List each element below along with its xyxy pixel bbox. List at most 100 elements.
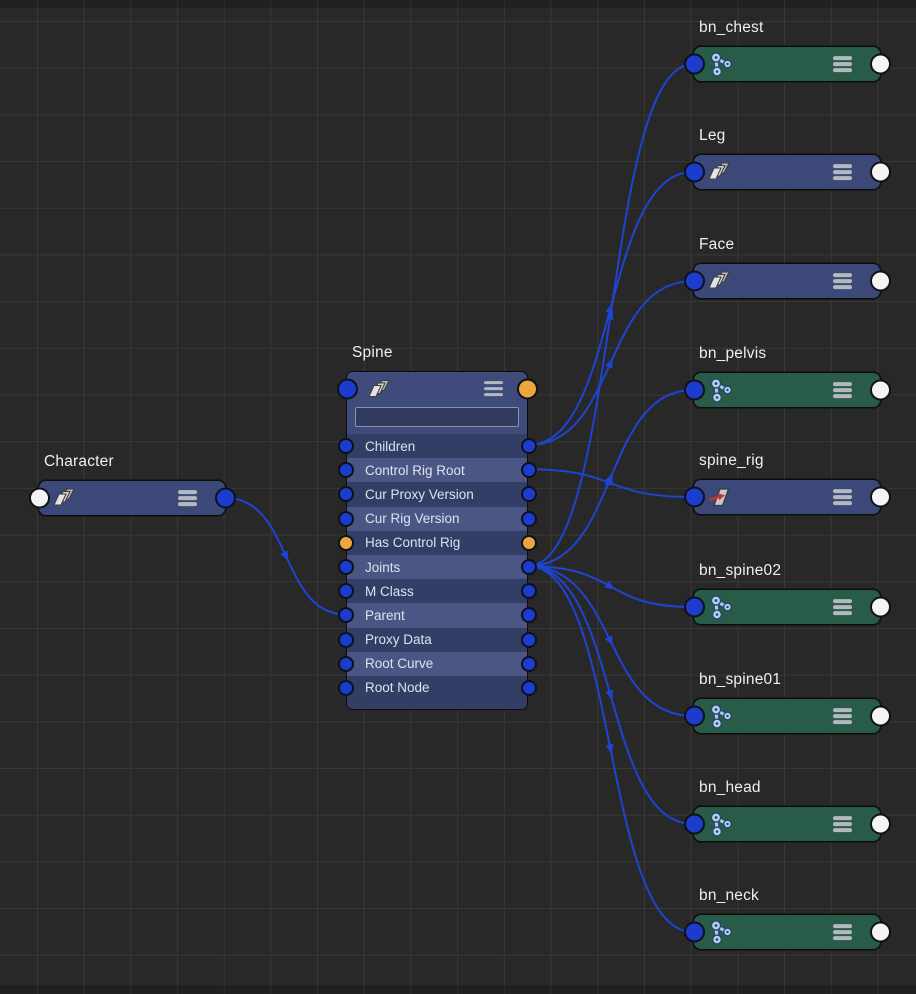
bn_chest-input-port[interactable] xyxy=(683,53,705,75)
spine-attribute-row-root-curve[interactable]: Root Curve xyxy=(337,651,537,676)
layers-icon xyxy=(52,485,78,511)
menu-icon[interactable] xyxy=(833,382,852,398)
bn_head-input-port[interactable] xyxy=(683,813,705,835)
joint-icon xyxy=(707,594,733,620)
attribute-output-port[interactable] xyxy=(520,462,537,479)
edge-character-to-spine_Parent[interactable] xyxy=(225,497,347,616)
spine-attribute-row-parent[interactable]: Parent xyxy=(337,603,537,628)
spine-header[interactable] xyxy=(336,372,538,405)
attribute-output-port[interactable] xyxy=(520,438,537,455)
attribute-output-port[interactable] xyxy=(520,510,537,527)
menu-icon[interactable] xyxy=(833,816,852,832)
edge-spine_Joints-to-bn_spine02[interactable] xyxy=(527,565,694,608)
spine-attribute-row-root-node[interactable]: Root Node xyxy=(337,675,537,701)
menu-icon[interactable] xyxy=(484,380,503,397)
attribute-input-port[interactable] xyxy=(337,655,354,672)
edge-spine_Joints-to-bn_chest[interactable] xyxy=(527,63,694,568)
spine-attribute-row-control-rig-root[interactable]: Control Rig Root xyxy=(337,458,537,483)
attribute-input-port[interactable] xyxy=(337,486,354,503)
spine-attribute-row-joints[interactable]: Joints xyxy=(337,554,537,580)
bn_neck-input-port[interactable] xyxy=(683,921,705,943)
face-input-port[interactable] xyxy=(683,270,705,292)
attribute-output-port[interactable] xyxy=(520,679,537,696)
leg-input-port[interactable] xyxy=(683,161,705,183)
node-body-bn_spine02[interactable] xyxy=(683,589,891,625)
bn_chest-output-port[interactable] xyxy=(869,53,891,75)
attribute-output-port[interactable] xyxy=(520,534,537,551)
node-body-bn_spine01[interactable] xyxy=(683,698,891,734)
spine-attribute-row-has-control-rig[interactable]: Has Control Rig xyxy=(337,530,537,555)
attribute-label: Children xyxy=(365,438,416,454)
edge-arrow xyxy=(604,580,616,590)
spine_rig-input-port[interactable] xyxy=(683,486,705,508)
menu-icon[interactable] xyxy=(833,273,852,289)
spine-attribute-row-cur-proxy-version[interactable]: Cur Proxy Version xyxy=(337,482,537,507)
node-body-bn_head[interactable] xyxy=(683,806,891,842)
bn_spine01-output-port[interactable] xyxy=(869,705,891,727)
spine_rig-output-port[interactable] xyxy=(869,486,891,508)
attribute-output-port[interactable] xyxy=(520,559,537,576)
bn_spine02-input-port[interactable] xyxy=(683,596,705,618)
bn_neck-output-port[interactable] xyxy=(869,921,891,943)
character-input-port[interactable] xyxy=(28,487,50,509)
attribute-input-port[interactable] xyxy=(337,583,354,600)
attribute-input-port[interactable] xyxy=(337,631,354,648)
attribute-input-port[interactable] xyxy=(337,679,354,696)
spine-attribute-row-children[interactable]: Children xyxy=(337,434,537,459)
rig-icon xyxy=(707,484,733,510)
menu-icon[interactable] xyxy=(178,490,197,506)
node-title-character: Character xyxy=(44,453,114,470)
joint-icon xyxy=(707,377,733,403)
spine-attribute-row-m-class[interactable]: M Class xyxy=(337,579,537,604)
bn_spine02-output-port[interactable] xyxy=(869,596,891,618)
edge-spine_Joints-to-bn_head[interactable] xyxy=(527,565,694,825)
node-body-face[interactable] xyxy=(683,263,891,299)
spine-attribute-row-proxy-data[interactable]: Proxy Data xyxy=(337,627,537,652)
node-body-bn_pelvis[interactable] xyxy=(683,372,891,408)
edge-spine_Children-to-face[interactable] xyxy=(527,280,694,447)
attribute-input-port[interactable] xyxy=(337,559,354,576)
attribute-input-port[interactable] xyxy=(337,438,354,455)
node-body-leg[interactable] xyxy=(683,154,891,190)
menu-icon[interactable] xyxy=(833,599,852,615)
attribute-filter-input[interactable] xyxy=(355,407,519,427)
attribute-input-port[interactable] xyxy=(337,462,354,479)
edge-arrow xyxy=(604,635,613,646)
edge-spine_Joints-to-bn_pelvis[interactable] xyxy=(527,389,694,568)
bn_spine01-input-port[interactable] xyxy=(683,705,705,727)
node-body-bn_chest[interactable] xyxy=(683,46,891,82)
edge-spine_Control_Rig_Root-to-spine_rig[interactable] xyxy=(527,468,694,498)
attribute-output-port[interactable] xyxy=(520,607,537,624)
node-body-spine_rig[interactable] xyxy=(683,479,891,515)
node-body-character[interactable] xyxy=(28,480,236,516)
attribute-input-port[interactable] xyxy=(337,510,354,527)
edge-spine_Joints-to-bn_neck[interactable] xyxy=(527,565,694,933)
face-output-port[interactable] xyxy=(869,270,891,292)
spine-header-output-port[interactable] xyxy=(516,378,538,399)
bn_pelvis-output-port[interactable] xyxy=(869,379,891,401)
bn_pelvis-input-port[interactable] xyxy=(683,379,705,401)
spine-attribute-row-cur-rig-version[interactable]: Cur Rig Version xyxy=(337,506,537,531)
character-output-port[interactable] xyxy=(214,487,236,509)
leg-output-port[interactable] xyxy=(869,161,891,183)
attribute-input-port[interactable] xyxy=(337,607,354,624)
menu-icon[interactable] xyxy=(833,164,852,180)
menu-icon[interactable] xyxy=(833,924,852,940)
edge-spine_Joints-to-bn_spine01[interactable] xyxy=(527,565,694,717)
node-body-bn_neck[interactable] xyxy=(683,914,891,950)
attribute-output-port[interactable] xyxy=(520,583,537,600)
attribute-label: Cur Proxy Version xyxy=(365,486,474,502)
attribute-output-port[interactable] xyxy=(520,486,537,503)
edge-spine_Children-to-leg[interactable] xyxy=(527,171,694,447)
bn_head-output-port[interactable] xyxy=(869,813,891,835)
attribute-output-port[interactable] xyxy=(520,631,537,648)
node-title-bn_neck: bn_neck xyxy=(699,887,760,904)
attribute-input-port[interactable] xyxy=(337,534,354,551)
attribute-output-port[interactable] xyxy=(520,655,537,672)
menu-icon[interactable] xyxy=(833,56,852,72)
menu-icon[interactable] xyxy=(833,489,852,505)
menu-icon[interactable] xyxy=(833,708,852,724)
spine-header-input-port[interactable] xyxy=(336,378,358,399)
